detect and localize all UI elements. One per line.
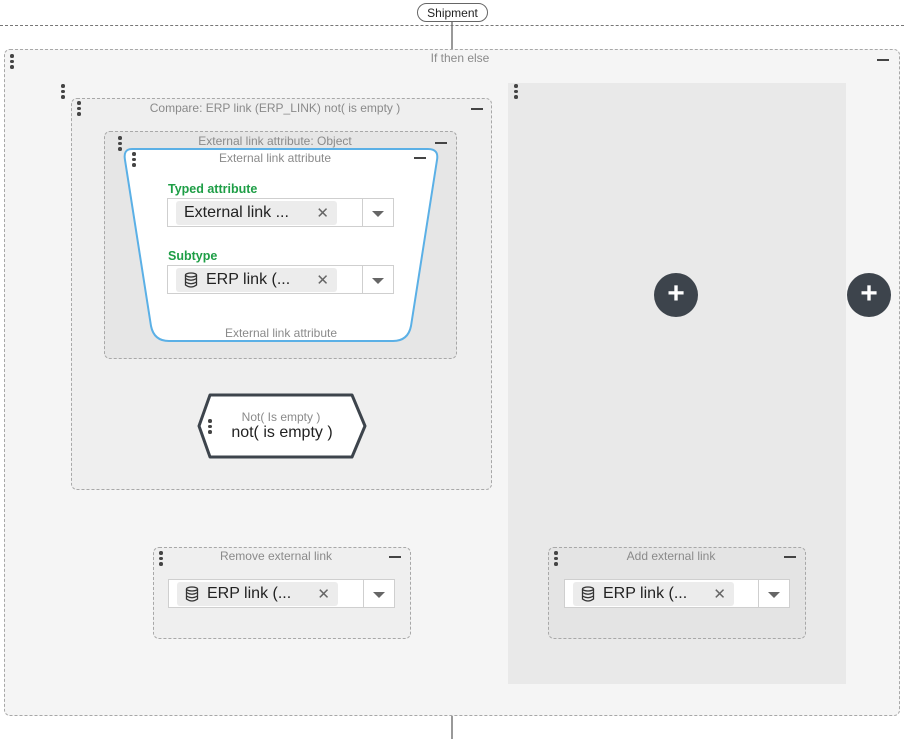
chevron-down-icon [372, 211, 384, 217]
if-then-else-collapse-icon[interactable] [877, 59, 889, 61]
then-branch-menu-icon[interactable] [60, 84, 66, 99]
attribute-block-shape [123, 148, 439, 342]
not-block-title: Not( Is empty ) [241, 410, 321, 424]
attribute-block-footer: External link attribute [224, 326, 338, 340]
typed-attribute-label: Typed attribute [168, 182, 258, 196]
database-icon [581, 586, 595, 602]
not-block-menu-icon[interactable] [207, 419, 213, 434]
not-block-shape[interactable] [196, 393, 368, 459]
remove-link-select[interactable]: ERP link (... ✕ [168, 579, 395, 608]
add-block-menu-icon[interactable] [553, 551, 559, 566]
typed-attribute-select[interactable]: External link ... ✕ [167, 198, 394, 227]
compare-block-title: Compare: ERP link (ERP_LINK) not( is emp… [149, 101, 401, 115]
remove-link-chip[interactable]: ERP link (... ✕ [177, 582, 338, 606]
subtype-label: Subtype [168, 249, 218, 263]
not-block-value: not( is empty ) [231, 424, 333, 441]
compare-block-menu-icon[interactable] [76, 101, 82, 116]
object-block-title: External link attribute: Object [198, 134, 352, 148]
subtype-chip[interactable]: ERP link (... ✕ [176, 268, 337, 292]
add-link-value: ERP link (... [603, 585, 688, 602]
remove-block-title: Remove external link [219, 549, 333, 563]
if-then-else-menu-icon[interactable] [9, 54, 15, 69]
remove-block-collapse-icon[interactable] [389, 556, 401, 558]
if-then-else-title: If then else [430, 51, 490, 65]
typed-attribute-chip[interactable]: External link ... ✕ [176, 201, 337, 225]
add-link-chip[interactable]: ERP link (... ✕ [573, 582, 734, 606]
compare-block-collapse-icon[interactable] [471, 108, 483, 110]
attribute-block-menu-icon[interactable] [131, 152, 137, 167]
add-branch-button[interactable]: + [847, 273, 891, 317]
chevron-down-icon [768, 592, 780, 598]
subtype-select[interactable]: ERP link (... ✕ [167, 265, 394, 294]
clear-icon[interactable]: ✕ [713, 586, 726, 603]
remove-block-menu-icon[interactable] [158, 551, 164, 566]
clear-icon[interactable]: ✕ [317, 586, 330, 603]
typed-attribute-value: External link ... [184, 204, 289, 221]
remove-link-value: ERP link (... [207, 585, 292, 602]
clear-icon[interactable]: ✕ [316, 205, 329, 222]
subtype-dropdown-toggle[interactable] [362, 266, 393, 293]
remove-link-dropdown-toggle[interactable] [363, 580, 394, 607]
typed-attribute-dropdown-toggle[interactable] [362, 199, 393, 226]
attribute-block-collapse-icon[interactable] [414, 157, 426, 159]
else-branch-menu-icon[interactable] [513, 84, 519, 99]
add-block-collapse-icon[interactable] [784, 556, 796, 558]
root-divider [0, 25, 904, 26]
add-block-title: Add external link [626, 549, 716, 563]
object-block-menu-icon[interactable] [117, 136, 123, 151]
database-icon [185, 586, 199, 602]
chevron-down-icon [372, 278, 384, 284]
add-link-select[interactable]: ERP link (... ✕ [564, 579, 790, 608]
attribute-block-title: External link attribute [218, 151, 332, 165]
clear-icon[interactable]: ✕ [316, 272, 329, 289]
plus-icon: + [667, 277, 685, 310]
add-link-dropdown-toggle[interactable] [758, 580, 789, 607]
database-icon [184, 272, 198, 288]
chevron-down-icon [373, 592, 385, 598]
subtype-value: ERP link (... [206, 271, 291, 288]
add-step-button[interactable]: + [654, 273, 698, 317]
root-node-label: Shipment [427, 5, 478, 20]
root-node-shipment[interactable]: Shipment [417, 3, 488, 22]
plus-icon: + [860, 277, 878, 310]
object-block-collapse-icon[interactable] [435, 142, 447, 144]
